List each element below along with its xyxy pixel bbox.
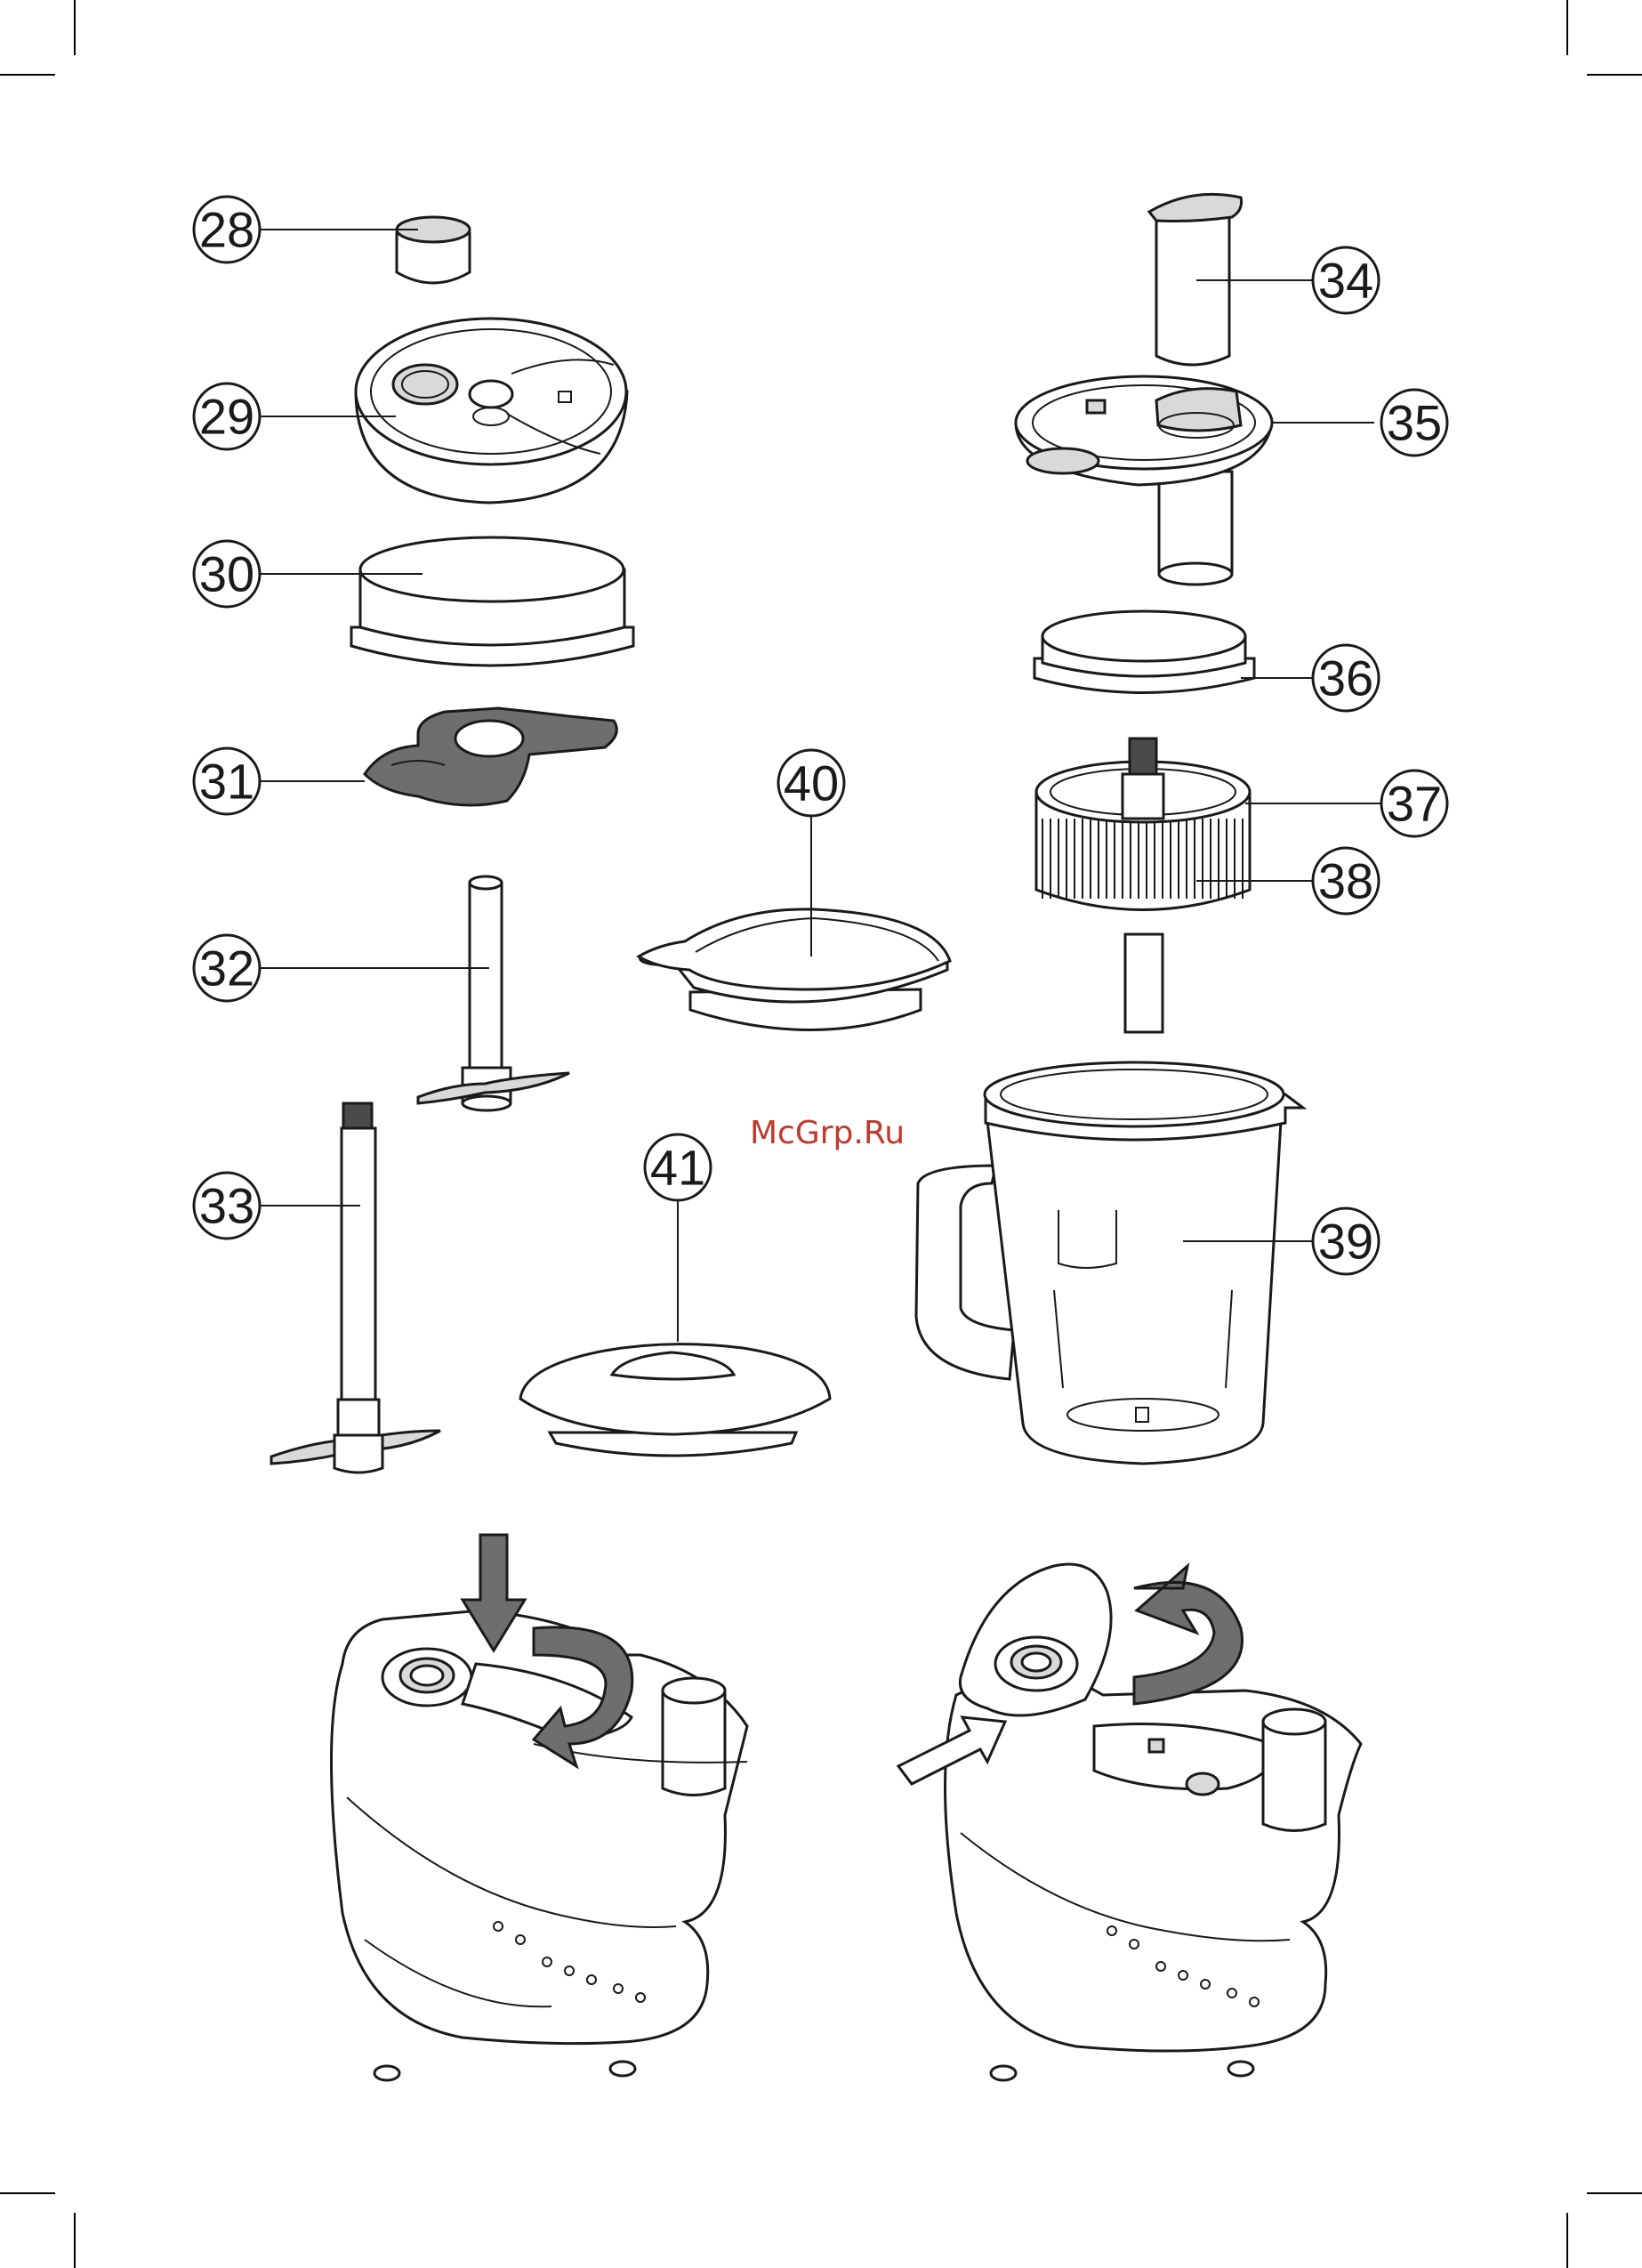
callout-41: 41 — [645, 1134, 711, 1200]
callout-28: 28 — [194, 197, 260, 262]
part-28-cap — [397, 217, 470, 283]
svg-text:30: 30 — [199, 546, 254, 602]
callout-36: 36 — [1313, 645, 1379, 711]
callout-35: 35 — [1381, 390, 1447, 456]
machine-assembly-left — [332, 1535, 748, 2080]
part-30-ring — [351, 537, 633, 666]
part-35-feed-lid — [1016, 376, 1272, 585]
part-36-ring — [1034, 611, 1254, 693]
callout-30: 30 — [194, 541, 260, 607]
svg-text:31: 31 — [199, 754, 254, 810]
callout-32: 32 — [194, 935, 260, 1001]
callout-37: 37 — [1381, 771, 1447, 836]
watermark-text: McGrp.Ru — [750, 1115, 905, 1151]
svg-text:39: 39 — [1318, 1214, 1373, 1270]
svg-text:35: 35 — [1387, 395, 1442, 451]
svg-text:41: 41 — [650, 1140, 705, 1196]
svg-text:34: 34 — [1318, 253, 1373, 309]
part-41-dome-lid — [520, 1344, 830, 1456]
callout-33: 33 — [194, 1173, 260, 1239]
part-33-long-shaft — [271, 1103, 440, 1473]
part-29-lid — [356, 319, 627, 503]
svg-text:28: 28 — [199, 202, 254, 258]
machine-assembly-right — [898, 1564, 1361, 2080]
callout-39: 39 — [1313, 1208, 1379, 1274]
part-39-jug — [916, 1062, 1303, 1464]
callout-29: 29 — [194, 383, 260, 449]
svg-text:33: 33 — [199, 1178, 254, 1234]
svg-text:37: 37 — [1387, 776, 1442, 832]
callout-40: 40 — [778, 750, 844, 816]
svg-text:40: 40 — [784, 755, 839, 811]
callout-31: 31 — [194, 748, 260, 814]
turn-arrow-right — [1134, 1566, 1243, 1704]
part-40-spout-lid — [639, 909, 950, 1030]
part-37-38-basket — [1036, 739, 1250, 1032]
svg-text:36: 36 — [1318, 650, 1373, 706]
svg-text:38: 38 — [1318, 853, 1373, 909]
part-31-stirrer — [365, 708, 616, 805]
callout-38: 38 — [1313, 848, 1379, 914]
svg-text:29: 29 — [199, 389, 254, 445]
callout-34: 34 — [1313, 247, 1379, 313]
svg-text:32: 32 — [199, 940, 254, 997]
part-32-shaft — [418, 876, 569, 1110]
